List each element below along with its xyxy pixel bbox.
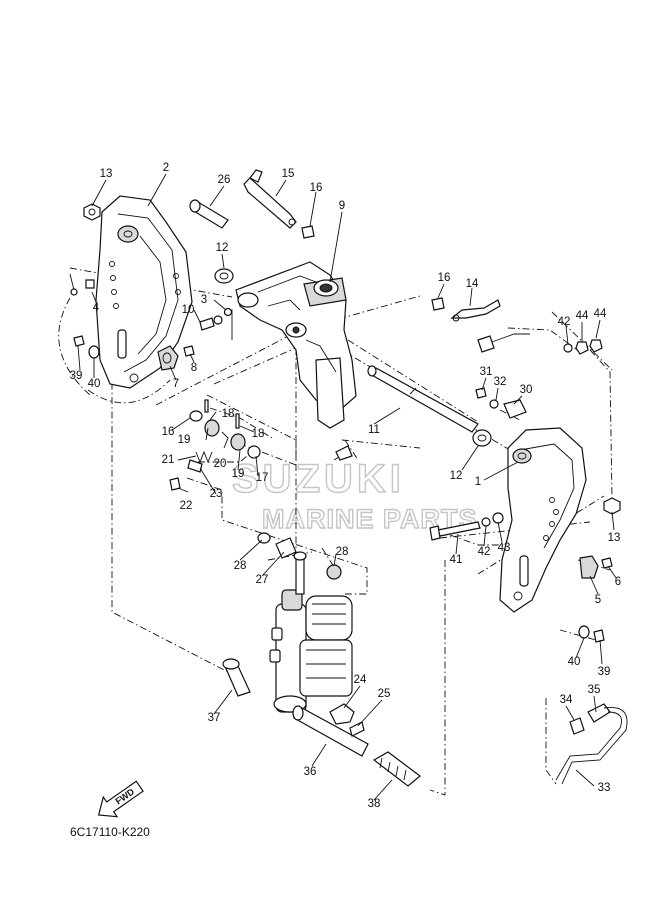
callout-41: 41 (450, 554, 463, 566)
callout-8: 8 (191, 362, 197, 374)
callout-23: 23 (210, 488, 223, 500)
callout-42: 42 (558, 316, 571, 328)
callout-34: 34 (560, 694, 573, 706)
callout-39: 39 (70, 370, 83, 382)
callout-12: 12 (450, 470, 463, 482)
callout-19: 19 (178, 434, 191, 446)
callout-24: 24 (354, 674, 367, 686)
callout-16: 16 (162, 426, 175, 438)
callout-32: 32 (494, 376, 507, 388)
callout-17: 17 (256, 472, 269, 484)
callout-28: 28 (234, 560, 247, 572)
callout-42: 42 (478, 546, 491, 558)
right-clamp-bracket (499, 427, 587, 613)
callout-20: 20 (214, 458, 227, 470)
watermark-brand: SUZUKI (232, 457, 405, 501)
callout-21: 21 (162, 454, 175, 466)
callout-38: 38 (368, 798, 381, 810)
callout-15: 15 (282, 168, 295, 180)
callout-22: 22 (180, 500, 193, 512)
callout-12: 12 (216, 242, 229, 254)
left-clamp-bracket (95, 195, 193, 389)
callout-30: 30 (520, 384, 533, 396)
tilt-pin (292, 705, 369, 757)
callout-14: 14 (466, 278, 479, 290)
callout-44: 44 (594, 308, 607, 320)
manual-pin (189, 199, 229, 229)
tilt-tube (367, 365, 479, 433)
callout-11: 11 (368, 424, 380, 436)
leader-lines (77, 173, 617, 801)
callout-18: 18 (222, 408, 235, 420)
callout-18: 18 (252, 428, 265, 440)
watermark: SUZUKI MARINE PARTS (231, 456, 477, 534)
callout-13: 13 (100, 168, 113, 180)
callout-9: 9 (339, 200, 345, 212)
callout-36: 36 (304, 766, 317, 778)
callout-13: 13 (608, 532, 621, 544)
swivel-bracket (235, 261, 357, 429)
callout-39: 39 (598, 666, 611, 678)
callout-6: 6 (615, 576, 621, 588)
callout-1: 1 (475, 476, 481, 488)
callout-4: 4 (93, 302, 100, 314)
callout-5: 5 (595, 594, 601, 606)
callout-44: 44 (576, 310, 589, 322)
callout-19: 19 (232, 468, 245, 480)
callout-7: 7 (173, 378, 179, 390)
small-parts (69, 203, 628, 787)
callout-2: 2 (163, 162, 169, 174)
callout-40: 40 (88, 378, 101, 390)
callout-31: 31 (480, 366, 493, 378)
callout-35: 35 (588, 684, 601, 696)
callout-40: 40 (568, 656, 581, 668)
callout-27: 27 (256, 574, 269, 586)
callout-43: 43 (498, 542, 511, 554)
callout-16: 16 (438, 272, 451, 284)
callout-28: 28 (336, 546, 349, 558)
callout-37: 37 (208, 712, 221, 724)
power-tilt-unit (269, 551, 353, 713)
tilt-lever (243, 169, 297, 229)
clamp (335, 445, 353, 461)
callout-33: 33 (598, 782, 611, 794)
callout-10: 10 (182, 304, 195, 316)
callout-26: 26 (218, 174, 231, 186)
callout-3: 3 (201, 294, 207, 306)
callout-numbers: 1234567891011121213131415161616171818191… (70, 162, 622, 810)
callout-25: 25 (378, 688, 391, 700)
callout-16: 16 (310, 182, 323, 194)
fwd-arrow: FWD (97, 780, 144, 818)
diagram-code: 6C17110-K220 (70, 825, 150, 839)
